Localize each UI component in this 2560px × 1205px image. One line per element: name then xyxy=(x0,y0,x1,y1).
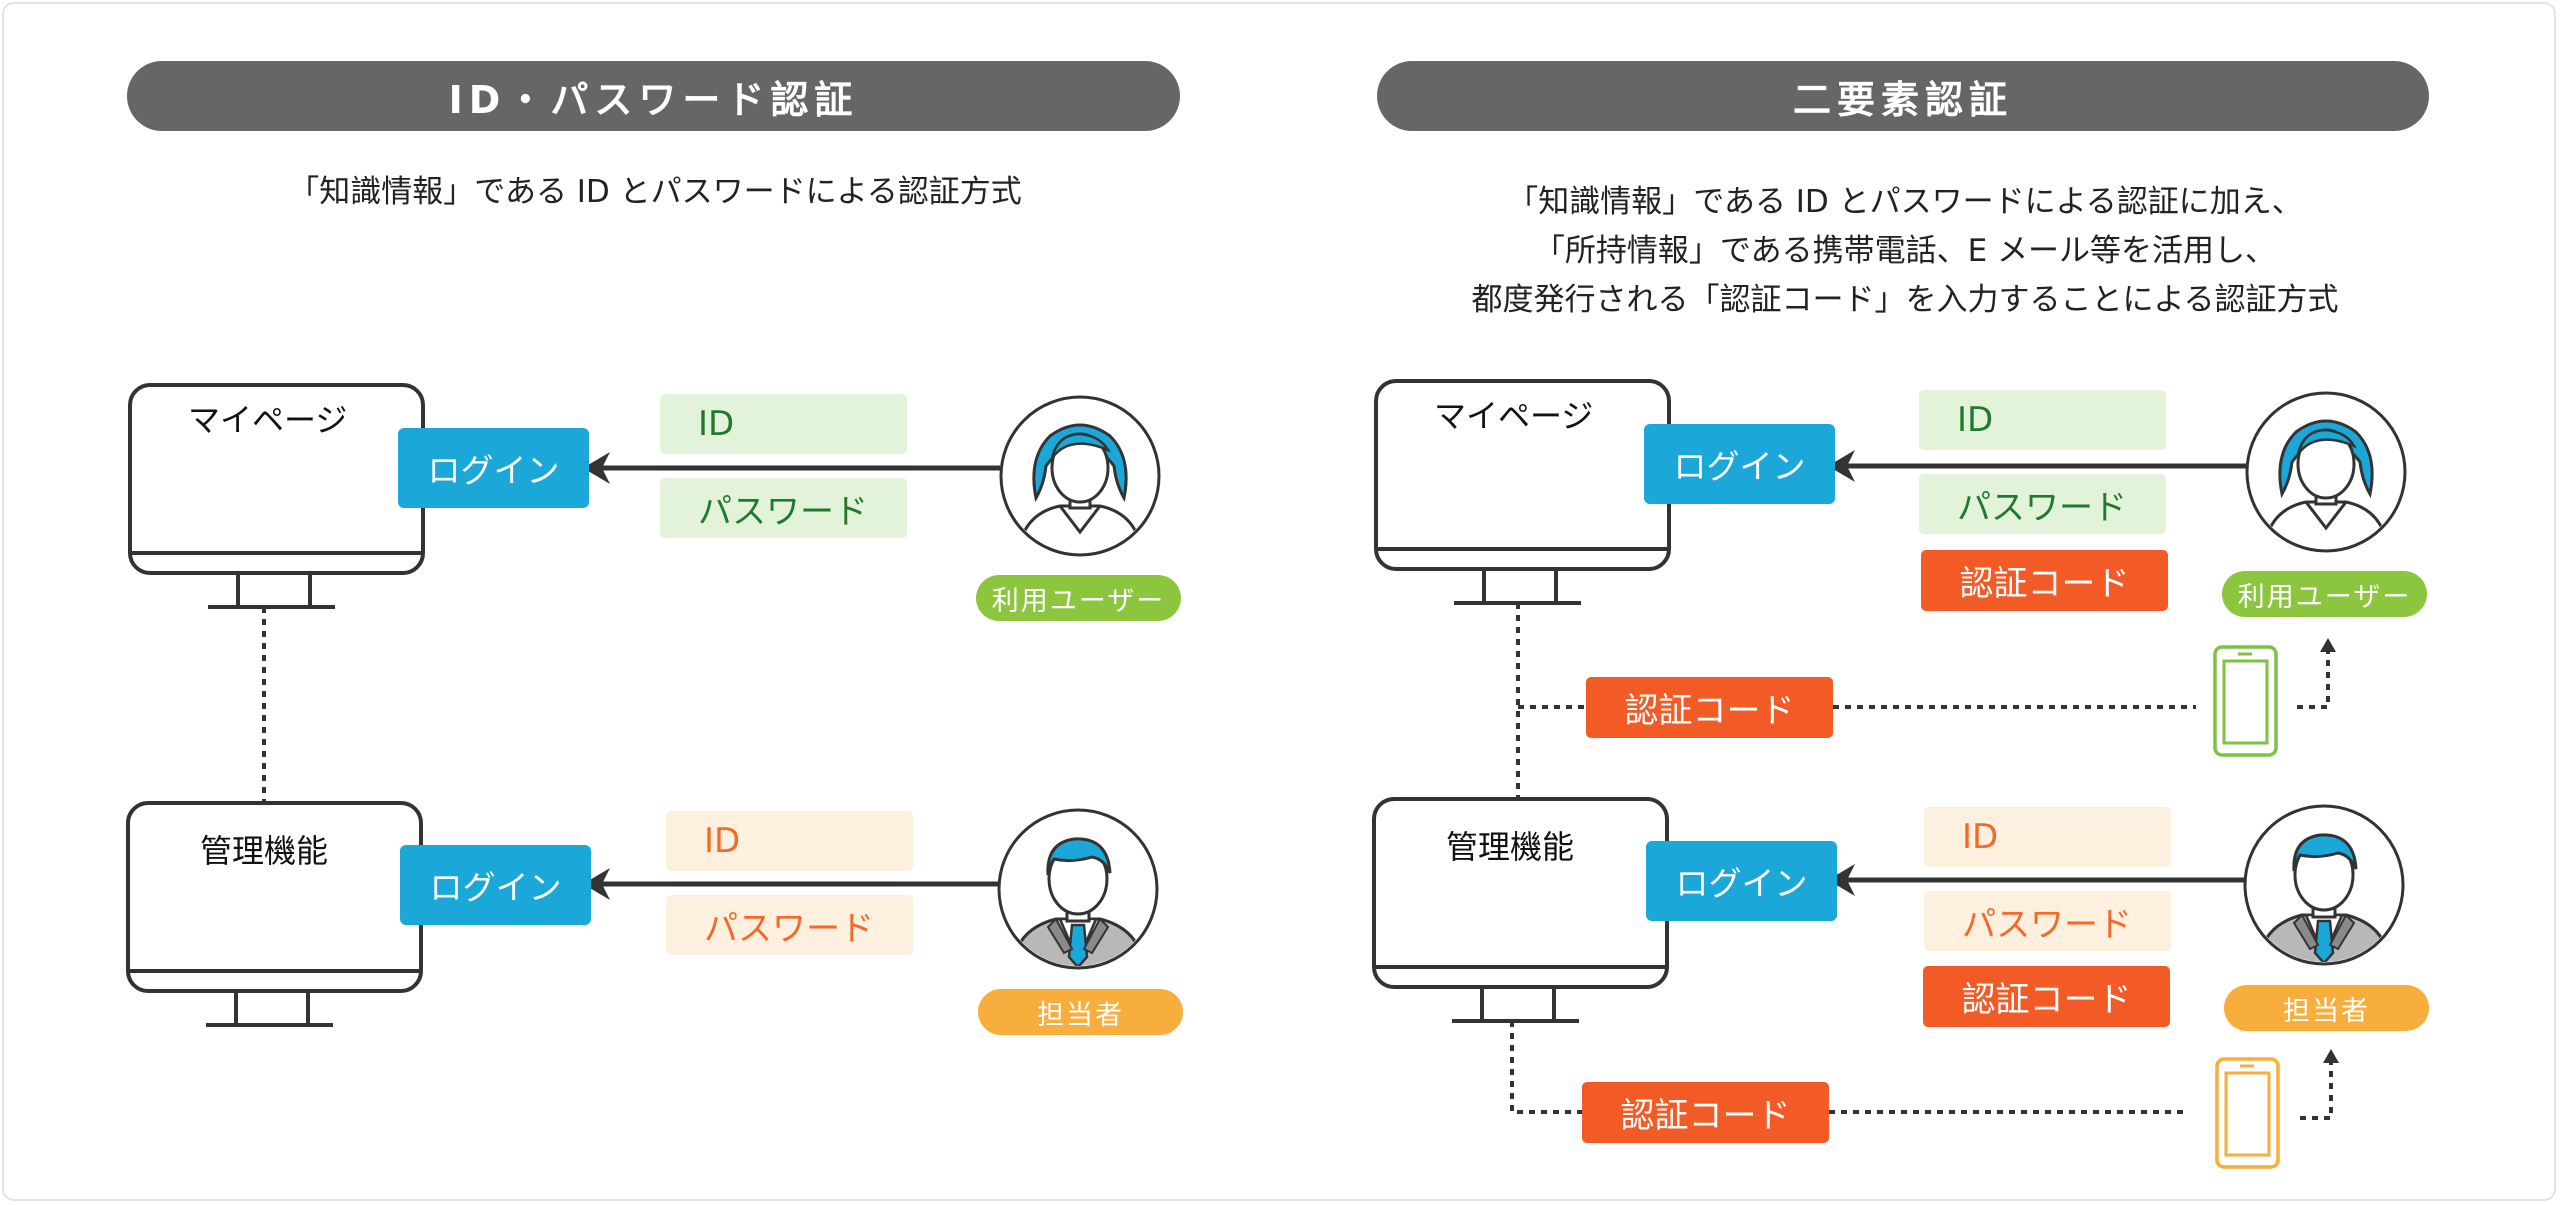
description-two-factor: 「知識情報」である ID とパスワードによる認証に加え、 「所持情報」である携帯… xyxy=(1380,178,2430,325)
arrow-left-icon xyxy=(583,452,1000,484)
monitor-icon xyxy=(1374,379,1671,605)
screen-label-mypage: マイページ xyxy=(188,401,348,439)
sent-auth-code: 認証コード xyxy=(1586,677,1833,738)
password-field: パスワード xyxy=(660,478,907,538)
auth-code-field: 認証コード xyxy=(1921,550,2168,611)
screen-label-mypage: マイページ xyxy=(1434,397,1594,435)
monitor-icon xyxy=(1372,797,1669,1023)
smartphone-icon xyxy=(2215,1057,2280,1169)
description-line: 都度発行される「認証コード」を入力することによる認証方式 xyxy=(1471,282,2339,318)
section-title-id-password: ID・パスワード認証 xyxy=(127,61,1180,131)
smartphone-icon xyxy=(2213,645,2278,757)
role-badge-user: 利用ユーザー xyxy=(976,575,1181,621)
arrow-up-icon xyxy=(2300,1049,2339,1120)
description-line: 「所持情報」である携帯電話、E メール等を活用し、 xyxy=(1533,233,2277,269)
password-field: パスワード xyxy=(1924,891,2171,951)
id-field: ID xyxy=(1919,390,2166,450)
woman-avatar-icon xyxy=(2247,393,2405,551)
businessman-avatar-icon xyxy=(2245,806,2403,964)
arrow-left-icon xyxy=(1828,450,2247,482)
role-badge-user: 利用ユーザー xyxy=(2222,571,2427,617)
login-button: ログイン xyxy=(400,845,591,925)
id-field: ID xyxy=(666,811,913,871)
description-line: 「知識情報」である ID とパスワードによる認証に加え、 xyxy=(1507,184,2303,220)
password-field: パスワード xyxy=(666,895,913,955)
login-button: ログイン xyxy=(1646,841,1837,921)
role-badge-admin: 担当者 xyxy=(2224,985,2429,1031)
id-field: ID xyxy=(660,394,907,454)
auth-code-field: 認証コード xyxy=(1923,966,2170,1027)
screen-label-admin: 管理機能 xyxy=(200,832,329,870)
sent-auth-code: 認証コード xyxy=(1582,1082,1829,1143)
arrow-left-icon xyxy=(1828,864,2247,896)
id-field: ID xyxy=(1924,807,2171,867)
monitor-icon xyxy=(126,801,423,1027)
description-id-password: 「知識情報」である ID とパスワードによる認証方式 xyxy=(288,174,1022,210)
password-field: パスワード xyxy=(1919,474,2166,534)
dotted-connector xyxy=(1510,1021,1584,1114)
arrow-up-icon xyxy=(2297,638,2336,709)
login-button: ログイン xyxy=(398,428,589,508)
role-badge-admin: 担当者 xyxy=(978,989,1183,1035)
section-title-two-factor: 二要素認証 xyxy=(1377,61,2429,131)
monitor-icon xyxy=(128,383,425,609)
businessman-avatar-icon xyxy=(999,810,1157,968)
login-button: ログイン xyxy=(1644,424,1835,504)
screen-label-admin: 管理機能 xyxy=(1446,828,1575,866)
arrow-left-icon xyxy=(583,868,1000,900)
woman-avatar-icon xyxy=(1001,397,1159,555)
